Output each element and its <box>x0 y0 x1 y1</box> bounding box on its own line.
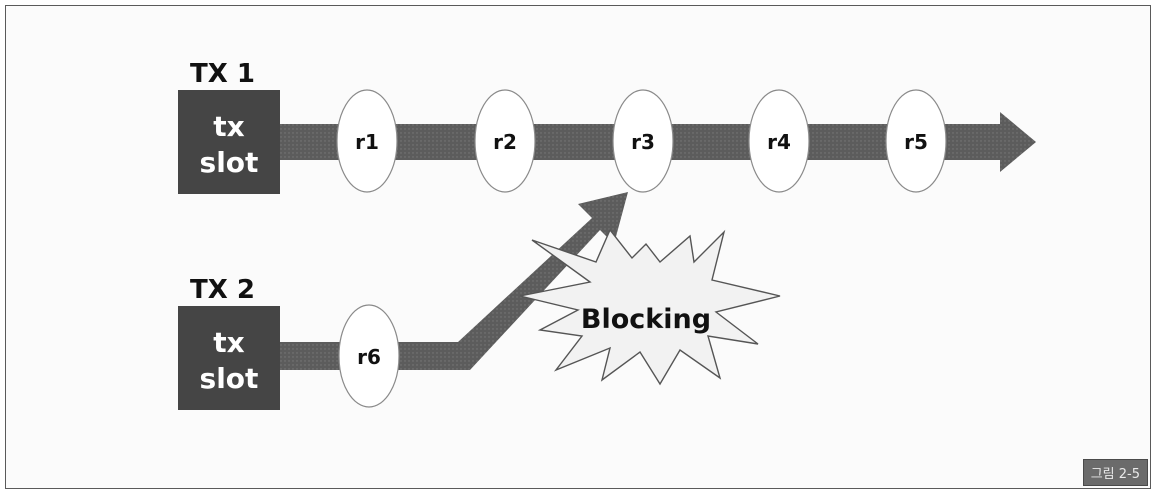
tx2-arrow-path <box>262 192 628 370</box>
node-r5 <box>885 89 947 193</box>
tx1-arrow-head <box>1000 112 1036 172</box>
node-r6 <box>338 304 400 408</box>
node-r1 <box>336 89 398 193</box>
figure-caption: 그림 2-5 <box>1082 459 1148 486</box>
node-r2 <box>474 89 536 193</box>
tx1-slot-box <box>178 90 280 194</box>
node-r4 <box>748 89 810 193</box>
tx2-label: TX 2 <box>190 275 255 305</box>
node-r3 <box>612 89 674 193</box>
node-r6-label: r6 <box>357 345 381 369</box>
node-r1-label: r1 <box>355 130 379 154</box>
node-r4-label: r4 <box>767 130 791 154</box>
node-r2-label: r2 <box>493 130 517 154</box>
tx1-slot-line1: tx <box>213 110 244 143</box>
blocking-burst <box>519 228 781 386</box>
node-r5-label: r5 <box>904 130 928 154</box>
node-r3-label: r3 <box>631 130 655 154</box>
tx1-slot-line2: slot <box>200 146 259 179</box>
tx1-label: TX 1 <box>190 59 255 89</box>
tx2-slot-line1: tx <box>213 326 244 359</box>
tx2-slot-line2: slot <box>200 362 259 395</box>
tx2-slot-box <box>178 306 280 410</box>
blocking-label: Blocking <box>581 304 711 335</box>
